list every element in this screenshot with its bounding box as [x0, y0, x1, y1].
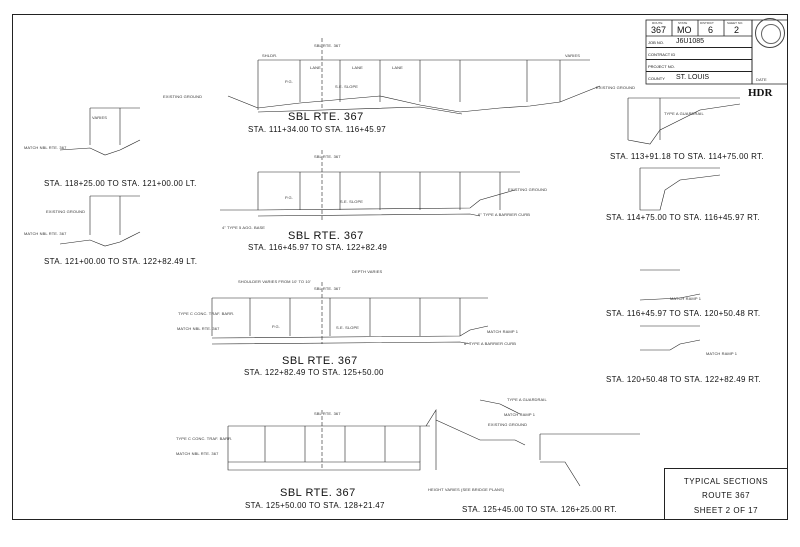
tb-header-state: STATE: [678, 21, 688, 25]
tb-contract-label: CONTRACT ID: [648, 52, 676, 57]
se-slope-label-3: S.E. SLOPE: [336, 325, 360, 330]
shldr-label-1: SHLDR.: [262, 53, 278, 58]
match-label-left-1: MATCH NBL RTE. 367: [24, 145, 67, 150]
guardrail-label-1: TYPE A GUARDRAIL: [507, 397, 547, 402]
sheet-title: TYPICAL SECTIONS: [683, 477, 769, 486]
tb-sheet-value: 2: [734, 25, 740, 35]
section-3-title: SBL RTE. 367: [282, 355, 358, 367]
right-detail-4-station: STA. 120+50.48 TO STA. 122+82.49 RT.: [606, 375, 762, 384]
sheet-title-block: TYPICAL SECTIONS ROUTE 367 SHEET 2 OF 17: [664, 468, 788, 520]
section-4-geometry: [227, 408, 526, 471]
hdr-logo: HDR: [748, 87, 773, 99]
sheet-route: ROUTE 367: [701, 491, 751, 500]
engineer-seal-icon: [755, 18, 785, 48]
match-label-1: MATCH NBL RTE. 367: [177, 326, 220, 331]
match-ramp-label-4: MATCH RAMP 1: [706, 351, 738, 356]
match-label-left-2: MATCH NBL RTE. 367: [24, 231, 67, 236]
tb-header-district: DISTRICT: [700, 21, 714, 25]
existing-ground-label-4: EXISTING GROUND: [488, 422, 528, 427]
tb-county-label: COUNTY: [648, 76, 665, 81]
lane-label-1: LANE: [310, 65, 321, 70]
guardrail-label-2: TYPE A GUARDRAIL: [664, 111, 704, 116]
barrier-curb-label-2: 6" TYPE A BARRIER CURB: [464, 341, 517, 346]
tb-route-value: 367: [651, 25, 667, 35]
section-4-title: SBL RTE. 367: [280, 487, 356, 499]
tb-county-row: COUNTY ST. LOUIS: [646, 72, 752, 84]
section-3-station: STA. 122+82.49 TO STA. 125+50.00: [244, 368, 384, 377]
barrier-curb-label-1: 6" TYPE A BARRIER CURB: [478, 212, 531, 217]
match-ramp-label-2: MATCH RAMP 1: [504, 412, 536, 417]
tb-contract-row: CONTRACT ID: [646, 48, 752, 60]
left-detail-2-station: STA. 121+00.00 TO STA. 122+82.49 LT.: [44, 257, 198, 266]
height-note: HEIGHT VARIES (SEE BRIDGE PLANS): [428, 487, 505, 492]
match-ramp-label-1: MATCH RAMP 1: [487, 329, 519, 334]
tb-header-route: ROUTE: [652, 21, 663, 25]
left-detail-1-geometry: [59, 107, 141, 156]
section-3-geometry: [211, 282, 489, 345]
lane-label-2: LANE: [352, 65, 363, 70]
type-c-label-2: TYPE C CONC. TRAF. BARR.: [176, 436, 233, 441]
title-block-frame: [645, 19, 788, 85]
tb-header-sheet-no: SHEET NO.: [727, 21, 744, 25]
section-1-station: STA. 111+34.00 TO STA. 116+45.97: [248, 125, 386, 134]
right-detail-3-station: STA. 116+45.97 TO STA. 120+50.48 RT.: [606, 309, 761, 318]
match-label-2: MATCH NBL RTE. 367: [176, 451, 219, 456]
section-2-title: SBL RTE. 367: [288, 230, 364, 242]
left-detail-1-station: STA. 118+25.00 TO STA. 121+00.00 LT.: [44, 179, 197, 188]
cl-label-1: SBL RTE. 367: [314, 43, 341, 48]
cl-label-3: SBL RTE. 367: [314, 286, 341, 291]
tb-job-label: JOB NO.: [648, 40, 665, 45]
tb-job-row: JOB NO. J6U1085: [646, 36, 752, 48]
section-2-geometry: [220, 150, 520, 220]
tb-state-value: MO: [677, 25, 692, 35]
tb-job-value: J6U1085: [676, 38, 705, 45]
se-slope-label-2: S.E. SLOPE: [340, 199, 364, 204]
section-4-station: STA. 125+50.00 TO STA. 128+21.47: [245, 501, 385, 510]
existing-ground-label-1: EXISTING GROUND: [163, 94, 203, 99]
varies-label-1: VARIES: [565, 53, 580, 58]
se-slope-label-1: S.E. SLOPE: [335, 84, 359, 89]
cl-label-2: SBL RTE. 367: [314, 154, 341, 159]
left-detail-2-geometry: [59, 195, 141, 247]
type-c-label-1: TYPE C CONC. TRAF. BARR.: [178, 311, 235, 316]
existing-ground-label-2: EXISTING GROUND: [596, 85, 636, 90]
drawing-sheet-border: [12, 14, 788, 520]
right-detail-1-station: STA. 113+91.18 TO STA. 114+75.00 RT.: [610, 152, 764, 161]
pg-label-1: P.G.: [285, 79, 293, 84]
section-1-geometry: [227, 38, 601, 115]
tb-project-row: PROJECT NO.: [646, 60, 752, 72]
pg-label-2: P.G.: [285, 195, 293, 200]
lane-label-3: LANE: [392, 65, 403, 70]
agg-base-label: 4" TYPE 5 AGG. BASE: [222, 225, 266, 230]
right-detail-2-station: STA. 114+75.00 TO STA. 116+45.97 RT.: [606, 213, 760, 222]
match-ramp-label-3: MATCH RAMP 1: [670, 296, 702, 301]
cl-label-4: SBL RTE. 367: [314, 411, 341, 416]
tb-county-value: ST. LOUIS: [676, 74, 710, 81]
section-2-station: STA. 116+45.97 TO STA. 122+82.49: [248, 243, 388, 252]
existing-ground-label-5: EXISTING GROUND: [46, 209, 86, 214]
sheet-number: SHEET 2 OF 17: [693, 506, 759, 515]
right-detail-geometry: [479, 97, 741, 487]
pg-label-3: P.G.: [272, 324, 280, 329]
existing-ground-label-3: EXISTING GROUND: [508, 187, 548, 192]
tb-project-label: PROJECT NO.: [648, 64, 675, 69]
tb-date-label: DATE: [756, 77, 767, 82]
bottom-detail-station: STA. 125+45.00 TO STA. 126+25.00 RT.: [462, 505, 618, 514]
tb-district-value: 6: [708, 25, 714, 35]
depth-note: DEPTH VARIES: [352, 269, 383, 274]
varies-label-2: VARIES: [92, 115, 107, 120]
shoulder-note: SHOULDER VARIES FROM 10' TO 10': [238, 279, 311, 284]
section-1-title: SBL RTE. 367: [288, 111, 364, 123]
